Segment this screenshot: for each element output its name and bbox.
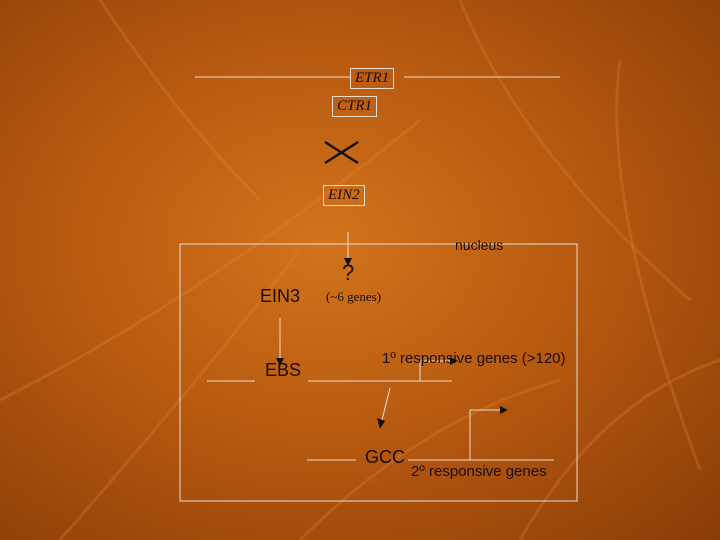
gene-count-label: (~6 genes) <box>326 289 382 304</box>
secondary-genes-label: 2º responsive genes <box>411 463 547 480</box>
ein2-arrow <box>344 232 352 266</box>
ein3-to-ebs-arrow <box>276 318 284 366</box>
transcription-arrow-secondary <box>469 406 508 460</box>
inhibition-x-mark <box>324 140 359 165</box>
etr1-label: ETR1 <box>350 68 395 89</box>
primary-to-gcc-arrow <box>377 387 391 429</box>
nucleus-label: nucleus <box>455 237 504 253</box>
ein3-label: EIN3 <box>260 286 301 306</box>
ein2-label: EIN2 <box>323 185 365 206</box>
ctr1-label: CTR1 <box>332 96 378 117</box>
nucleus-boundary <box>179 243 578 502</box>
gcc-label: GCC <box>365 447 405 467</box>
ebs-label: EBS <box>265 360 302 380</box>
primary-genes-label: 1º responsive genes (>120) <box>382 350 566 367</box>
transcription-arrow-primary <box>419 357 458 381</box>
unknown-step-label: ? <box>342 260 355 285</box>
